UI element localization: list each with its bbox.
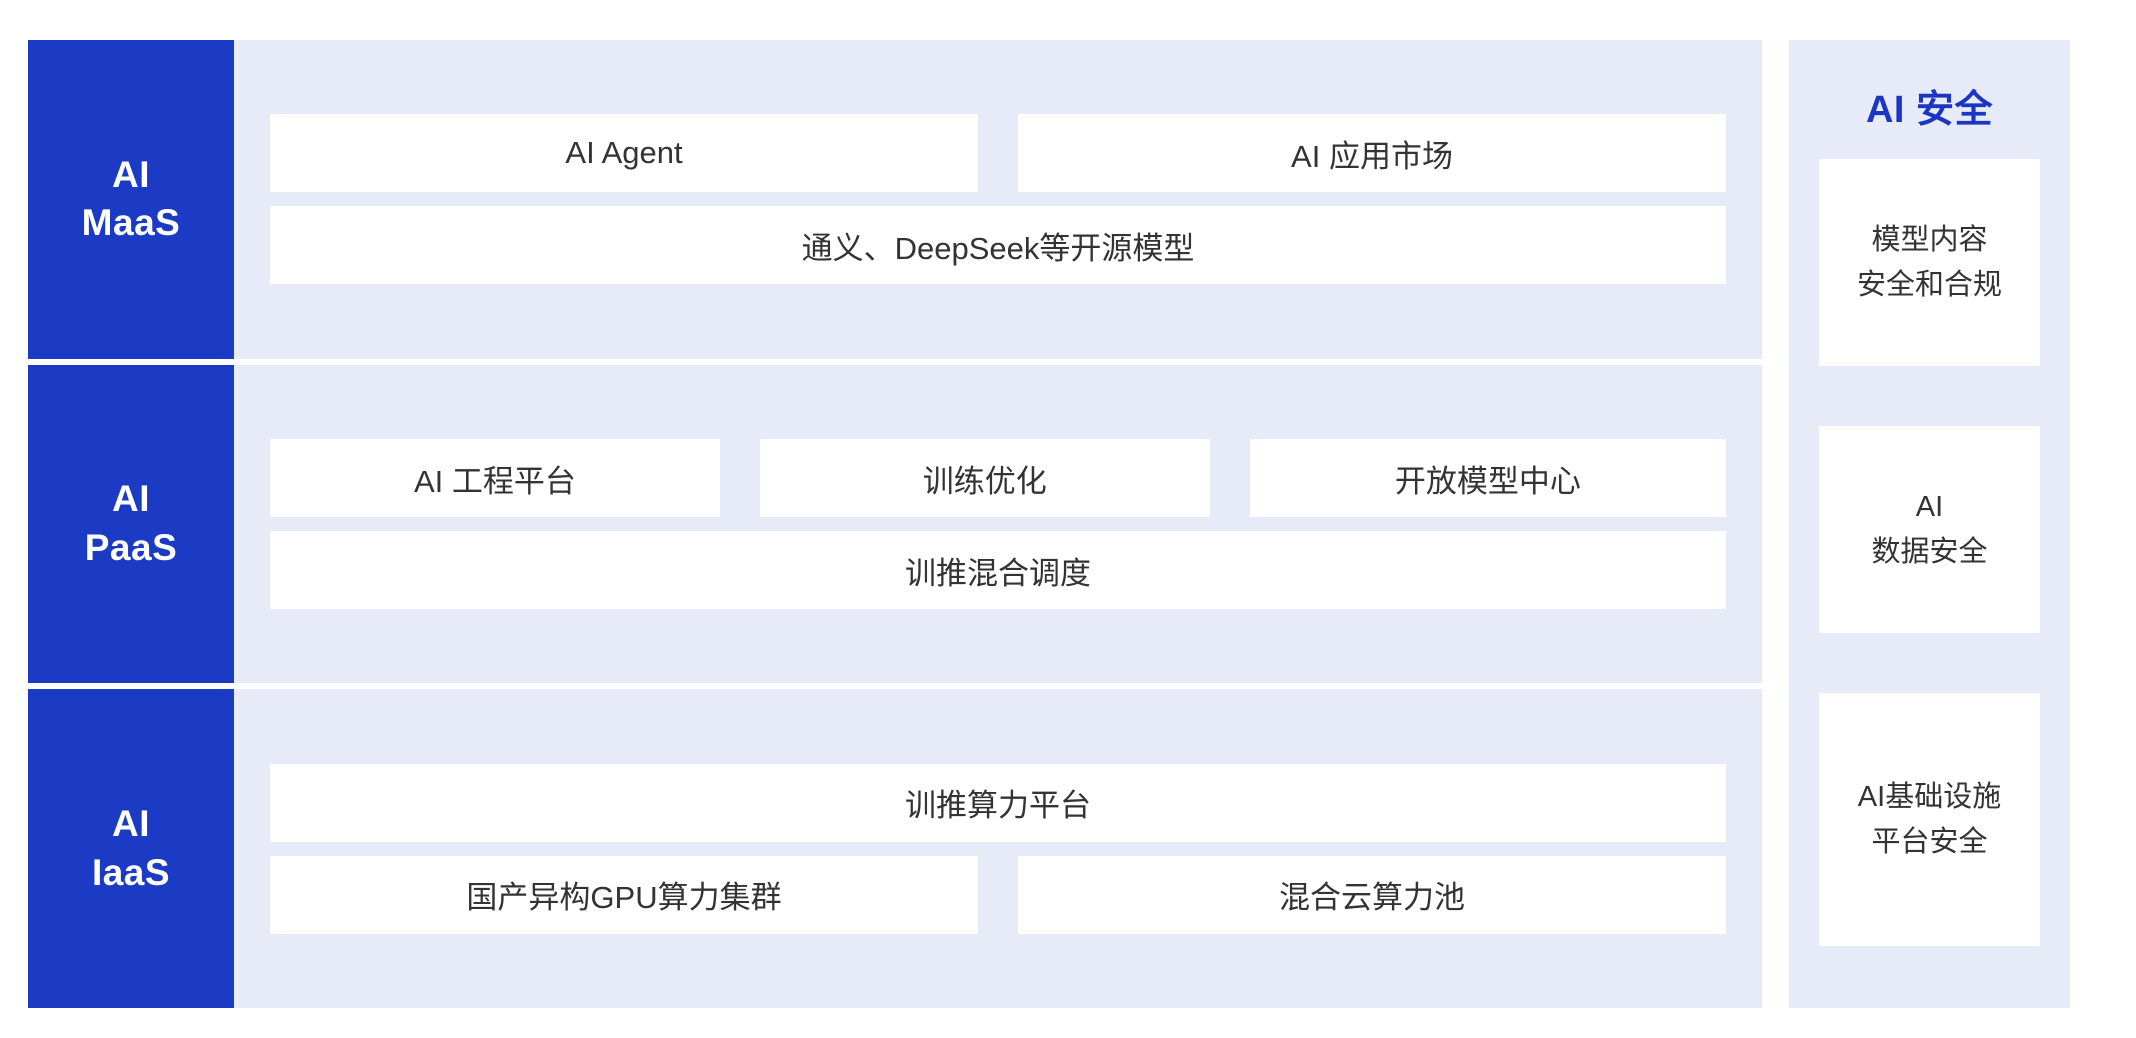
layer-label-line1: AI (112, 153, 150, 195)
cell-training-optimization[interactable]: 训练优化 (759, 439, 1210, 517)
layer-label-maas: AI MaaS (28, 40, 234, 359)
layer-label-line1: AI (112, 802, 150, 844)
cell-open-source-models[interactable]: 通义、DeepSeek等开源模型 (270, 206, 1726, 285)
security-card-line2: 数据安全 (1871, 535, 1988, 568)
security-card-ai-infrastructure[interactable]: AI基础设施 平台安全 (1819, 693, 2040, 946)
cell-row: 训推混合调度 (270, 531, 1726, 609)
layer-label-line2: MaaS (81, 202, 181, 244)
cell-row: 训推算力平台 (270, 763, 1726, 842)
cell-train-infer-compute-platform[interactable]: 训推算力平台 (270, 763, 1726, 842)
layer-label-line2: PaaS (84, 527, 178, 568)
cell-ai-app-market[interactable]: AI 应用市场 (1018, 114, 1726, 193)
ai-security-panel: AI 安全 模型内容 安全和合规 AI 数据安全 AI基础设施 平台安全 (1789, 40, 2070, 1008)
layer-row-iaas: AI IaaS 训推算力平台 国产异构GPU算力集群 混合云算力池 (28, 689, 1762, 1009)
cell-domestic-gpu-cluster[interactable]: 国产异构GPU算力集群 (270, 855, 978, 934)
layer-label-line2: IaaS (91, 851, 171, 893)
cell-ai-engineering-platform[interactable]: AI 工程平台 (270, 439, 720, 517)
security-card-line1: AI基础设施 (1857, 780, 2002, 813)
security-card-model-content[interactable]: 模型内容 安全和合规 (1819, 159, 2040, 366)
layer-content-maas: AI Agent AI 应用市场 通义、DeepSeek等开源模型 (234, 40, 1762, 359)
cell-ai-agent[interactable]: AI Agent (270, 114, 978, 193)
cell-hybrid-train-infer-scheduling[interactable]: 训推混合调度 (270, 531, 1726, 609)
layer-label-paas: AI PaaS (28, 364, 234, 684)
layer-content-iaas: 训推算力平台 国产异构GPU算力集群 混合云算力池 (234, 689, 1762, 1008)
cell-open-model-hub[interactable]: 开放模型中心 (1249, 439, 1726, 517)
cell-row: 通义、DeepSeek等开源模型 (270, 206, 1726, 285)
security-card-line1: AI (1915, 490, 1944, 523)
layer-row-paas: AI PaaS AI 工程平台 训练优化 开放模型中心 训推混合调度 (28, 364, 1762, 684)
layer-label-line1: AI (112, 478, 150, 520)
layer-label-iaas: AI IaaS (28, 689, 234, 1009)
security-card-line2: 安全和合规 (1856, 268, 2002, 301)
cell-row: 国产异构GPU算力集群 混合云算力池 (270, 855, 1726, 934)
security-card-line2: 平台安全 (1871, 825, 1988, 858)
cell-row: AI Agent AI 应用市场 (270, 114, 1726, 193)
ai-security-title: AI 安全 (1865, 89, 1994, 131)
ai-security-card-list: 模型内容 安全和合规 AI 数据安全 AI基础设施 平台安全 (1789, 159, 2070, 1008)
layer-content-paas: AI 工程平台 训练优化 开放模型中心 训推混合调度 (234, 365, 1762, 684)
cell-row: AI 工程平台 训练优化 开放模型中心 (270, 439, 1726, 517)
layer-row-maas: AI MaaS AI Agent AI 应用市场 通义、DeepSeek等开源模… (28, 40, 1762, 359)
cell-hybrid-cloud-compute-pool[interactable]: 混合云算力池 (1018, 855, 1726, 934)
security-card-line1: 模型内容 (1871, 223, 1988, 256)
security-card-ai-data[interactable]: AI 数据安全 (1819, 426, 2040, 633)
layer-stack: AI MaaS AI Agent AI 应用市场 通义、DeepSeek等开源模… (28, 40, 1762, 1009)
